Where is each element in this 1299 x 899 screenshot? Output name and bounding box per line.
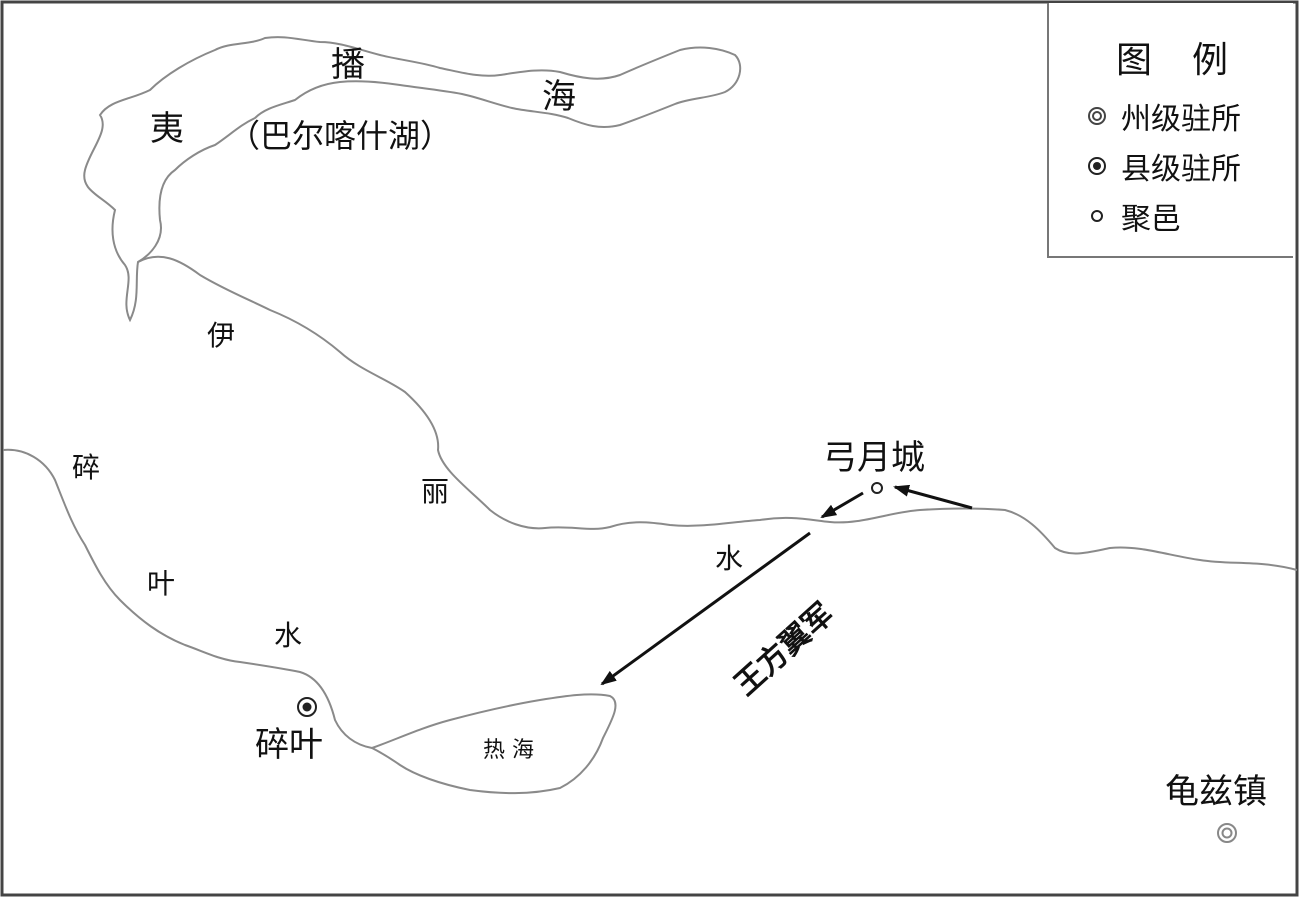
lake-balkhash-label-1: 夷 (150, 109, 184, 149)
rehai-lake-outline (369, 693, 617, 795)
small-ring-icon (1091, 210, 1103, 222)
lake-balkhash-label-2: 播 (331, 45, 365, 85)
suiye-river (2, 448, 373, 749)
qiuci-town-label: 龟兹镇 (1165, 772, 1267, 812)
suiye-city-label: 碎叶 (255, 725, 323, 765)
gongyue-city-label: 弓月城 (823, 438, 925, 478)
legend-item-prefecture: 州级驻所 (1085, 99, 1241, 137)
suiye-river-label-1: 碎 (72, 451, 101, 484)
dot-ring-icon (1088, 157, 1106, 175)
ili-river (137, 255, 1298, 571)
route-arrow-gongyue (820, 491, 864, 519)
legend-title: 图例 (1115, 40, 1268, 81)
qiuci-town-marker (1217, 823, 1237, 843)
route-arrow-east (893, 484, 973, 510)
lake-balkhash-note: （巴尔喀什湖） (228, 117, 453, 155)
legend-label-county: 县级驻所 (1121, 152, 1241, 187)
legend-label-prefecture: 州级驻所 (1121, 102, 1241, 137)
legend-item-county: 县级驻所 (1085, 149, 1241, 187)
ili-river-label-3: 水 (715, 542, 744, 575)
suiye-river-label-3: 水 (274, 619, 303, 652)
legend-label-settlement: 聚邑 (1121, 202, 1181, 237)
lake-balkhash-outline (83, 36, 742, 323)
ili-river-label-1: 伊 (207, 319, 236, 352)
suiye-river-label-2: 叶 (147, 567, 176, 600)
double-ring-icon (1088, 107, 1106, 125)
rehai-lake-label: 热 海 (483, 738, 534, 763)
gongyue-city-marker (871, 482, 883, 494)
legend-item-settlement: 聚邑 (1085, 199, 1181, 237)
map-legend: 图例 州级驻所 县级驻所 聚邑 (1047, 3, 1293, 258)
suiye-city-marker (297, 697, 317, 717)
route-arrow-main (600, 531, 811, 686)
lake-balkhash-label-3: 海 (542, 77, 576, 117)
ili-river-label-2: 丽 (421, 475, 450, 508)
